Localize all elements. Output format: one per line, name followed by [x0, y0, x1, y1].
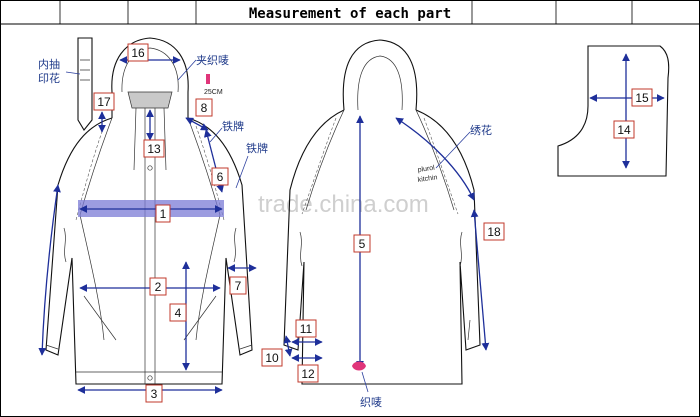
watermark: trade.china.com: [258, 191, 429, 218]
iron-tag-label-1: 铁牌: [222, 119, 244, 133]
inner-print-label-2: 印花: [38, 72, 60, 85]
clip-label-leader: [177, 59, 197, 81]
svg-text:3: 3: [151, 387, 158, 401]
header-grid: [59, 0, 633, 24]
point-box-2: 2: [149, 277, 167, 296]
size-label: 25CM: [204, 89, 223, 96]
page-title: Measurement of each part: [249, 6, 451, 22]
point-box-3: 3: [145, 384, 163, 403]
iron-tag-label-2: 铁牌: [246, 141, 268, 155]
svg-text:1: 1: [160, 207, 167, 221]
svg-text:16: 16: [131, 46, 145, 60]
clip-label-text: 夹织唛: [196, 54, 229, 67]
svg-text:17: 17: [97, 95, 111, 109]
point-box-14: 14: [613, 120, 635, 139]
point-box-12: 12: [297, 364, 319, 383]
clip-label-swatch: [206, 74, 210, 84]
point-box-10: 10: [261, 348, 283, 367]
svg-text:12: 12: [301, 367, 315, 381]
svg-text:15: 15: [635, 91, 649, 105]
svg-text:8: 8: [201, 101, 208, 115]
woven-label-mark: [352, 361, 366, 371]
neck-band: [127, 91, 173, 109]
svg-text:14: 14: [617, 123, 631, 137]
chest-badge-line-2: kitchin: [417, 174, 438, 184]
point-box-1: 1: [155, 204, 171, 223]
svg-text:6: 6: [217, 170, 224, 184]
point-box-4: 4: [169, 303, 187, 322]
point-box-18: 18: [483, 222, 505, 241]
svg-text:7: 7: [235, 279, 242, 293]
embroidery-label: 绣花: [470, 124, 492, 137]
svg-text:13: 13: [147, 142, 161, 156]
point-box-13: 13: [143, 139, 165, 158]
svg-text:11: 11: [300, 322, 313, 336]
svg-text:10: 10: [265, 351, 279, 365]
point-box-6: 6: [211, 167, 229, 186]
point-box-8: 8: [195, 98, 213, 117]
iron-tag-leader-2: [235, 155, 249, 189]
point-box-17: 17: [93, 92, 115, 111]
chest-badge-line-1: plurol: [417, 165, 435, 174]
inner-print-label-1: 内抽: [38, 57, 60, 71]
woven-label-text: 织唛: [360, 396, 382, 409]
svg-text:18: 18: [487, 225, 501, 239]
svg-text:2: 2: [155, 280, 162, 294]
svg-text:5: 5: [359, 237, 366, 251]
point-box-5: 5: [353, 234, 371, 253]
inner-print-leader: [65, 71, 81, 75]
woven-label-leader: [361, 371, 369, 393]
hood-flat-pattern: [557, 45, 670, 177]
point-box-16: 16: [127, 43, 149, 62]
inner-print-strip: [77, 37, 93, 131]
svg-text:4: 4: [175, 306, 182, 320]
point-box-7: 7: [229, 276, 247, 295]
point-box-11: 11: [295, 319, 317, 338]
point-box-15: 15: [631, 88, 653, 107]
